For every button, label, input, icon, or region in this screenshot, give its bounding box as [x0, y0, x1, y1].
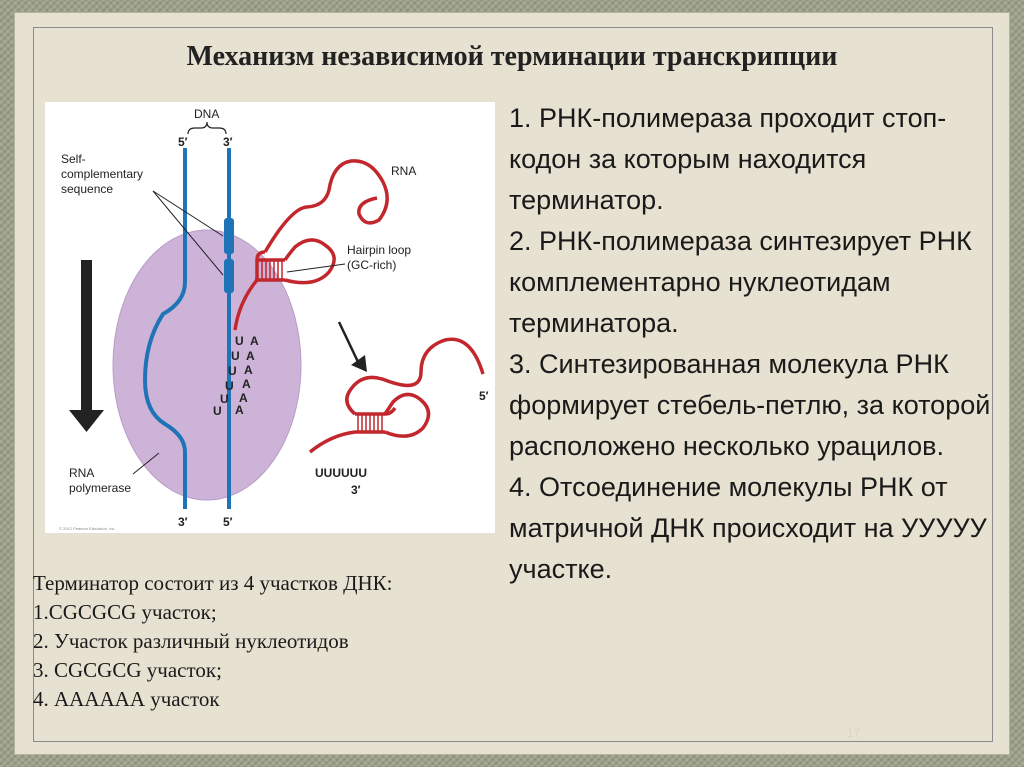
u-base: U — [235, 334, 244, 348]
transition-arrow-icon — [337, 321, 367, 372]
a-base: A — [244, 363, 253, 377]
a-base: A — [242, 377, 251, 391]
u-base: U — [228, 364, 237, 378]
hairpin-stem-bound — [261, 260, 283, 280]
terminator-notes: Терминатор состоит из 4 участков ДНК: 1.… — [33, 569, 493, 714]
rna-polymerase-label-line2: polymerase — [69, 481, 131, 495]
dna-self-comp-segment-2 — [224, 259, 234, 293]
notes-heading: Терминатор состоит из 4 участков ДНК: — [33, 571, 393, 595]
notes-item: 4. АААААА участок — [33, 687, 220, 711]
self-comp-label-line2: complementary — [61, 167, 143, 181]
rna-transcript-released — [308, 337, 485, 454]
self-comp-pointer-1 — [152, 190, 224, 237]
termination-diagram: DNA 5′ 3′ Self- complementary sequence — [45, 102, 495, 533]
figure-copyright: © 2012 Pearson Education, Inc. — [59, 526, 116, 531]
slide-title: Механизм независимой терминации транскри… — [186, 41, 838, 72]
self-comp-pointer-2 — [152, 190, 224, 276]
step-item: 2. РНК-полимераза синтезирует РНК компле… — [509, 226, 972, 338]
a-base: A — [239, 391, 248, 405]
direction-arrow-icon — [69, 260, 104, 432]
self-comp-label-line1: Self- — [61, 152, 86, 166]
a-base: A — [250, 334, 259, 348]
hairpin-pointer — [286, 263, 346, 273]
step-item: 3. Синтезированная молекула РНК формируе… — [509, 349, 991, 461]
steps-list: 1. РНК-полимераза проходит стоп-кодон за… — [509, 98, 999, 590]
u-base: U — [220, 392, 229, 406]
notes-item: 3. CGCGCG участок; — [33, 658, 222, 682]
rna-polymerase-label-line1: RNA — [69, 466, 94, 480]
self-comp-label-line3: sequence — [61, 182, 113, 196]
diagram-svg: DNA 5′ 3′ Self- complementary sequence — [59, 107, 489, 531]
dna-bottom-5-label: 5′ — [223, 515, 233, 529]
rna-label: RNA — [391, 164, 416, 178]
dna-label: DNA — [194, 107, 219, 121]
rna-transcript-bound — [233, 159, 389, 331]
dna-strand-left — [142, 148, 187, 509]
hairpin-stem-released — [357, 414, 383, 432]
a-base: A — [235, 403, 244, 417]
dna-self-comp-segment-1 — [224, 218, 234, 254]
dna-top-5-label: 5′ — [178, 135, 188, 149]
slide: Механизм независимой терминации транскри… — [14, 12, 1010, 755]
rna-polymerase-pointer — [132, 452, 160, 475]
notes-item: 1.CGCGCG участок; — [33, 600, 217, 624]
u-base: U — [213, 404, 222, 418]
released-u-tail: UUUUUU — [315, 466, 367, 480]
notes-item: 2. Участок различный нуклеотидов — [33, 629, 349, 653]
a-base: A — [246, 349, 255, 363]
step-item: 1. РНК-полимераза проходит стоп-кодон за… — [509, 103, 947, 215]
hairpin-label-line1: Hairpin loop — [347, 243, 411, 257]
dna-brace — [187, 121, 227, 135]
rna-polymerase-body — [112, 229, 302, 501]
step-item: 4. Отсоединение молекулы РНК от матрично… — [509, 472, 987, 584]
slide-frame — [33, 27, 993, 742]
released-5-label: 5′ — [479, 389, 489, 403]
u-base: U — [231, 349, 240, 363]
hairpin-label-line2: (GC-rich) — [347, 258, 396, 272]
released-3-label: 3′ — [351, 483, 361, 497]
u-base: U — [225, 379, 234, 393]
slide-number: 17 — [847, 726, 861, 740]
dna-bottom-3-label: 3′ — [178, 515, 188, 529]
dna-top-3-label: 3′ — [223, 135, 233, 149]
